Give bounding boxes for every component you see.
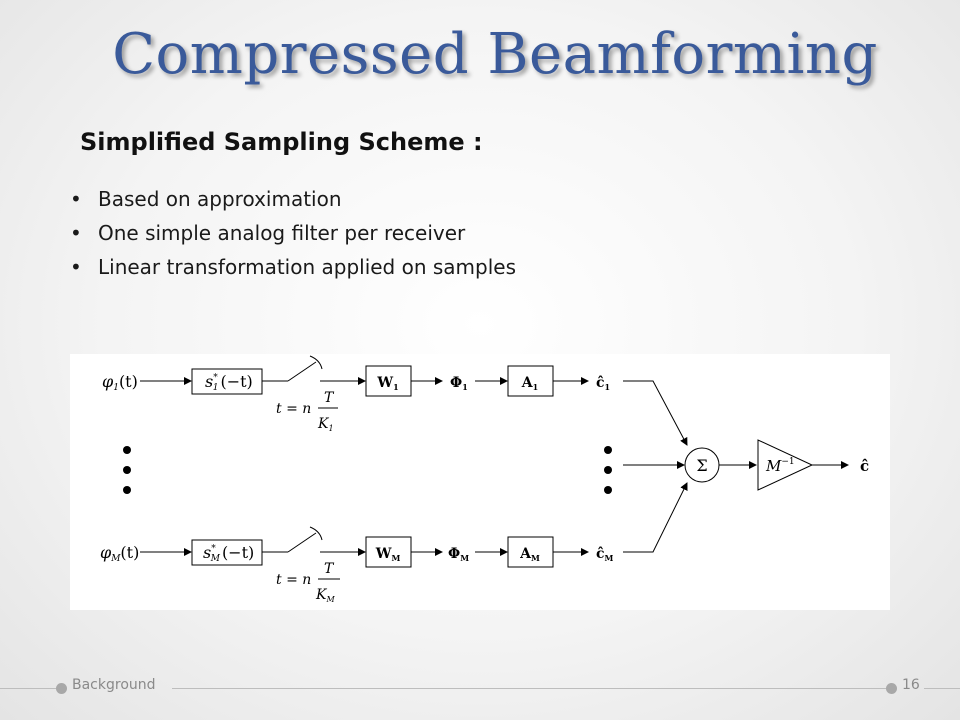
sum-symbol: Σ: [696, 456, 707, 475]
final-output-label: ĉ: [860, 457, 869, 475]
sampling-K-m: KM: [315, 587, 335, 604]
a-label-m: AM: [519, 546, 540, 563]
footer-rule-left: [0, 688, 56, 689]
bullet-item: •One simple analog filter per receiver: [70, 218, 516, 252]
bullet-dot-icon: •: [70, 187, 82, 211]
slide-title: Compressed Beamforming: [112, 22, 878, 87]
w-label-1: W1: [376, 375, 398, 392]
sampling-K-1: K1: [317, 416, 334, 433]
sampling-T-1: T: [324, 390, 335, 406]
wire-c-1-to-sum: [623, 380, 688, 446]
ellipsis-dot-icon: [123, 446, 131, 454]
w-label-m: WM: [375, 546, 401, 563]
sampling-scheme-diagram: φ1(t) s*1(−t) W1 Φ1 A1 ĉ1 t = n T K1 φM(…: [70, 354, 890, 610]
filter-label-1: s*1(−t): [205, 372, 253, 393]
input-label-1: φ1(t): [102, 372, 138, 393]
a-label-1: A1: [521, 375, 538, 392]
footer-dot-right-icon: [886, 683, 897, 694]
footer-rule-right: [924, 688, 960, 689]
diagram-canvas: φ1(t) s*1(−t) W1 Φ1 A1 ĉ1 t = n T K1 φM(…: [100, 355, 869, 604]
wire-c-m-to-sum: [623, 482, 688, 553]
sampling-label-1: t = n: [276, 401, 311, 417]
output-label-1: ĉ1: [596, 375, 610, 392]
output-label-m: ĉM: [596, 546, 614, 563]
ellipsis-dot-icon: [604, 486, 612, 494]
sampling-label-m: t = n: [276, 572, 311, 588]
footer-rule-middle: [172, 688, 886, 689]
bullet-item: •Linear transformation applied on sample…: [70, 252, 516, 286]
gain-label: M−1: [765, 457, 795, 475]
input-label-m: φM(t): [100, 543, 139, 564]
ellipsis-dot-icon: [604, 466, 612, 474]
bullet-list: •Based on approximation •One simple anal…: [70, 184, 516, 286]
bullet-dot-icon: •: [70, 221, 82, 245]
footer-section-label: Background: [72, 677, 156, 693]
phi-label-m: ΦM: [448, 546, 469, 563]
footer-page-number: 16: [902, 677, 920, 693]
phi-label-1: Φ1: [450, 375, 468, 392]
sampler-arc-1: [309, 355, 323, 370]
gain-amplifier: [757, 439, 814, 491]
ellipsis-dot-icon: [123, 486, 131, 494]
filter-label-m: s*M(−t): [203, 543, 254, 564]
sampler-switch-m: [287, 532, 317, 553]
bullet-item: •Based on approximation: [70, 184, 516, 218]
ellipsis-dot-icon: [604, 446, 612, 454]
sampling-T-m: T: [324, 561, 335, 577]
slide-subtitle: Simplified Sampling Scheme :: [80, 128, 483, 156]
ellipsis-dot-icon: [123, 466, 131, 474]
footer-dot-left-icon: [56, 683, 67, 694]
sampler-switch-1: [287, 361, 317, 382]
bullet-dot-icon: •: [70, 255, 82, 279]
sampler-arc-m: [309, 526, 323, 541]
